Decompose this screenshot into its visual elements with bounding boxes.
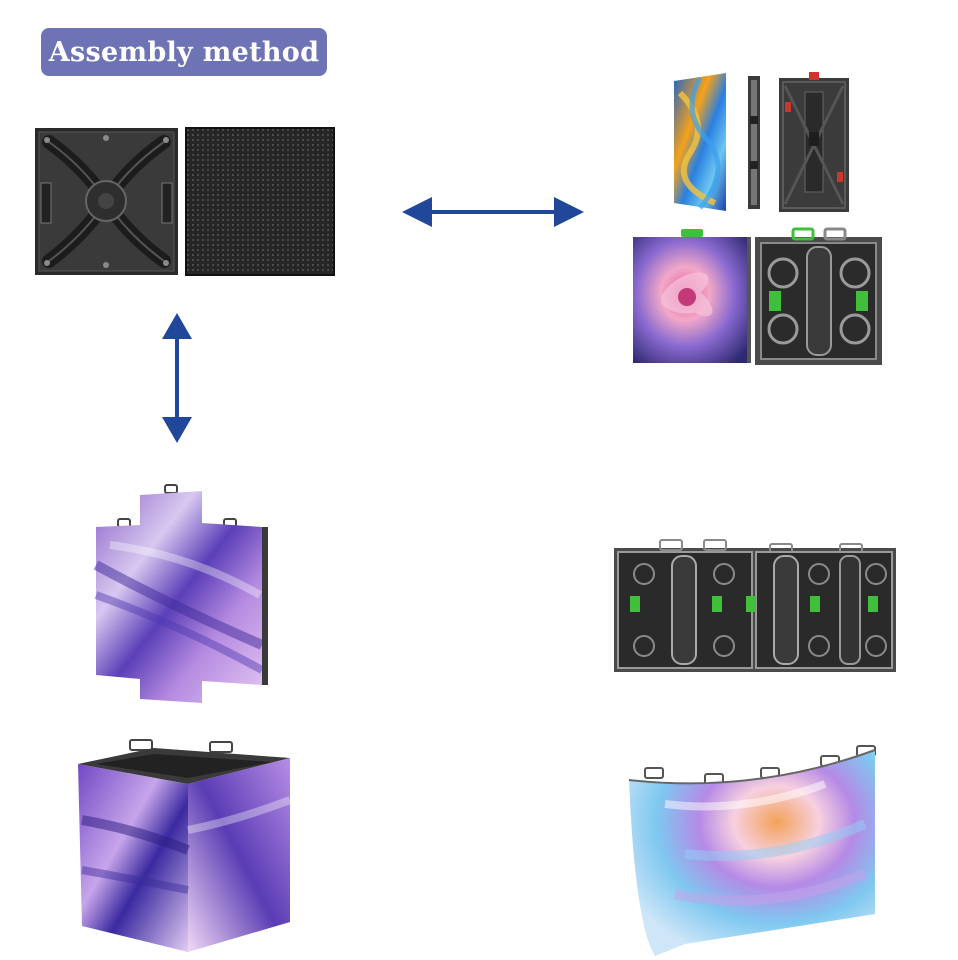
curved-wall-assembly-image — [628, 745, 876, 956]
double-arrow-vertical-icon — [162, 313, 192, 443]
cabinet-back-handles-image — [755, 227, 882, 365]
cabinet-side-image — [748, 76, 760, 209]
led-module-front-image — [185, 127, 335, 276]
cube-assembly-image — [78, 739, 292, 952]
title-badge: Assembly method — [41, 28, 327, 76]
cabinet-front-flower-image — [633, 229, 751, 363]
cabinet-back-image — [779, 72, 849, 212]
cabinet-front-colorful-image — [674, 73, 726, 211]
led-module-back-image — [35, 128, 178, 275]
page-title: Assembly method — [48, 36, 320, 68]
double-arrow-horizontal-icon — [402, 197, 584, 227]
row-assembly-back-image — [614, 539, 896, 672]
cross-assembly-image — [93, 484, 268, 703]
